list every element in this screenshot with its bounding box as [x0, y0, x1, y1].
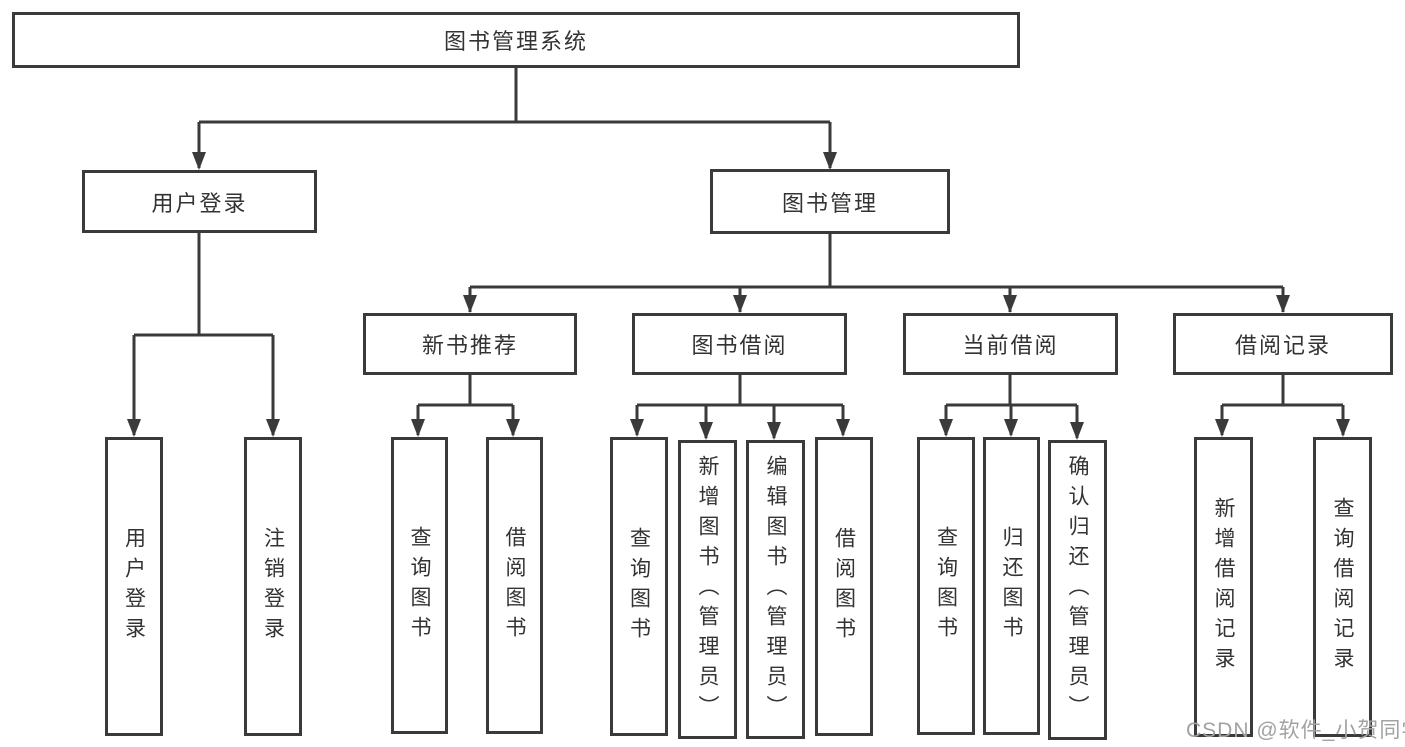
- node-label: 借阅图书: [503, 525, 526, 646]
- leaf-user-login: 用户登录: [105, 437, 163, 736]
- node-label: 借阅图书: [832, 526, 856, 647]
- node-label: 查询图书: [408, 525, 431, 646]
- leaf-return-books: 归还图书: [983, 437, 1040, 735]
- tree-edges: [132, 68, 1345, 438]
- leaf-add-books-admin: 新增图书（管理员）: [678, 440, 737, 739]
- node-label: 归还图书: [1000, 526, 1023, 646]
- leaf-edit-books-admin: 编辑图书（管理员）: [746, 440, 805, 739]
- node-label: 查询借阅记录: [1331, 497, 1354, 677]
- node-label: 图书管理系统: [443, 29, 588, 54]
- node-label: 当前借阅: [962, 333, 1059, 358]
- node-label: 图书借阅: [691, 333, 788, 358]
- node-book-borrowing: 图书借阅: [632, 313, 847, 375]
- leaf-query-books-3: 查询图书: [917, 437, 975, 735]
- node-label: 借阅记录: [1234, 333, 1331, 358]
- node-label: 用户登录: [122, 526, 146, 647]
- node-label: 确认归还（管理员）: [1066, 455, 1089, 725]
- node-label: 查询图书: [627, 526, 651, 647]
- leaf-add-borrow-record: 新增借阅记录: [1194, 437, 1253, 737]
- node-label: 图书管理: [781, 190, 878, 216]
- csdn-watermark: CSDN @软件_小贺同学: [1186, 719, 1405, 742]
- leaf-logout: 注销登录: [244, 437, 302, 736]
- node-user-login: 用户登录: [82, 170, 317, 233]
- leaf-query-books-1: 查询图书: [391, 437, 448, 734]
- leaf-confirm-return-admin: 确认归还（管理员）: [1048, 440, 1107, 740]
- node-label: 新增图书（管理员）: [696, 454, 719, 725]
- node-label: 注销登录: [261, 526, 285, 647]
- node-label: 编辑图书（管理员）: [764, 454, 787, 725]
- arrowheads: [127, 152, 1350, 440]
- leaf-query-books-2: 查询图书: [610, 437, 668, 736]
- leaf-borrow-books-1: 借阅图书: [486, 437, 543, 734]
- node-label: 用户登录: [151, 190, 248, 216]
- node-borrow-records: 借阅记录: [1173, 313, 1393, 375]
- node-current-borrowing: 当前借阅: [903, 313, 1118, 375]
- node-label: 新增借阅记录: [1212, 497, 1235, 677]
- node-new-book-recommend: 新书推荐: [363, 313, 577, 375]
- node-label: 新书推荐: [421, 333, 518, 358]
- leaf-borrow-books-2: 借阅图书: [815, 437, 873, 736]
- node-label: 查询图书: [934, 526, 958, 646]
- leaf-query-borrow-record: 查询借阅记录: [1313, 437, 1372, 737]
- node-book-management: 图书管理: [710, 169, 950, 234]
- node-root: 图书管理系统: [12, 12, 1020, 68]
